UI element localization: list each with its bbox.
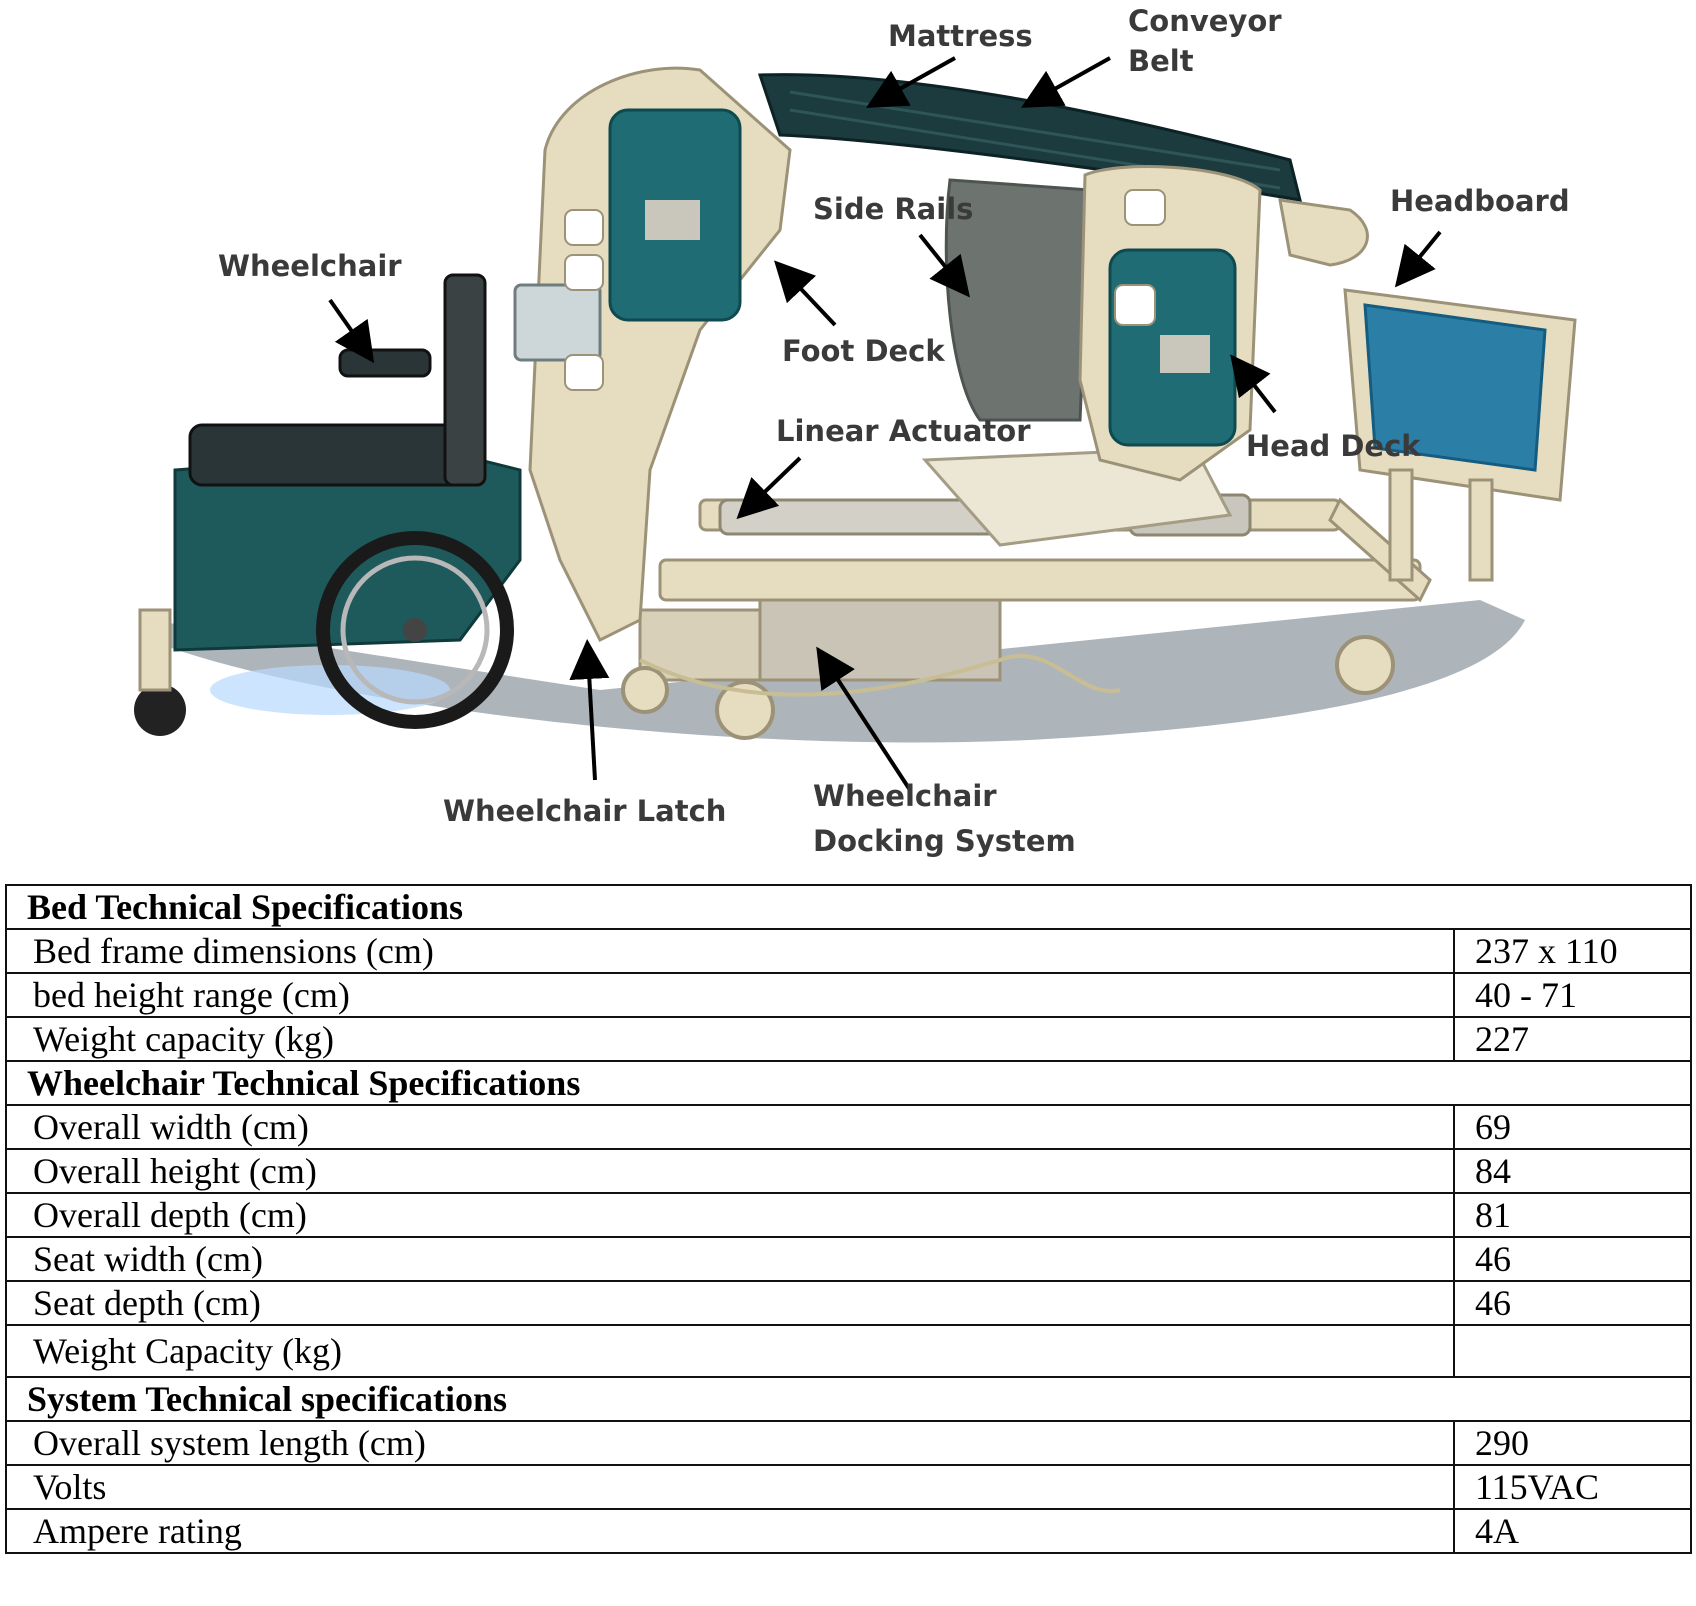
spec-value: 46	[1452, 1236, 1693, 1282]
spec-label: Seat depth (cm)	[5, 1280, 1455, 1326]
spec-value: 40 - 71	[1452, 972, 1693, 1018]
table-row: Seat depth (cm) 46	[5, 1280, 1693, 1326]
table-row: Overall width (cm) 69	[5, 1104, 1693, 1150]
section-row-system: System Technical specifications	[4, 1376, 1693, 1422]
head-deck-handle	[1160, 335, 1210, 373]
foot-deck-handle	[645, 200, 700, 240]
spec-value: 227	[1452, 1016, 1693, 1062]
spec-value	[1452, 1324, 1693, 1378]
arrow-side-rails	[918, 233, 970, 298]
arrow-docking-system	[816, 646, 912, 792]
spec-value: 237 x 110	[1452, 928, 1693, 974]
table-row: Overall height (cm) 84	[5, 1148, 1693, 1194]
callout-headboard: Headboard	[1390, 184, 1570, 218]
callout-head-deck: Head Deck	[1246, 429, 1421, 463]
arrow-wheelchair-latch	[569, 639, 610, 781]
callout-conveyor-belt-line2: Belt	[1128, 44, 1194, 78]
arrow-linear-actuator	[736, 456, 802, 520]
section-title: Bed Technical Specifications	[4, 884, 1693, 930]
spec-value: 46	[1452, 1280, 1693, 1326]
callout-mattress: Mattress	[888, 19, 1033, 53]
spec-label: Bed frame dimensions (cm)	[5, 928, 1455, 974]
table-row: Weight Capacity (kg)	[5, 1324, 1693, 1378]
section-row-wheelchair: Wheelchair Technical Specifications	[4, 1060, 1693, 1106]
arrow-foot-deck	[774, 260, 837, 327]
callout-docking-line1: Wheelchair	[813, 779, 997, 813]
callout-arrows	[328, 56, 1442, 792]
section-title: Wheelchair Technical Specifications	[4, 1060, 1693, 1106]
callout-foot-deck: Foot Deck	[782, 334, 945, 368]
spec-label: Weight capacity (kg)	[5, 1016, 1455, 1062]
callout-side-rails: Side Rails	[813, 192, 974, 226]
bed-wheelchair-illustration	[134, 56, 1577, 792]
spec-label: Ampere rating	[5, 1508, 1455, 1554]
arrow-mattress	[866, 56, 956, 108]
floor-glow	[210, 665, 450, 715]
spec-label: Overall system length (cm)	[5, 1420, 1455, 1466]
arrow-headboard	[1394, 230, 1442, 288]
table-row: Volts 115VAC	[5, 1464, 1693, 1510]
wheelchair	[134, 273, 522, 736]
table-row: Overall depth (cm) 81	[5, 1192, 1693, 1238]
table-row: bed height range (cm) 40 - 71	[5, 972, 1693, 1018]
technical-specifications-table: Bed Technical Specifications Bed frame d…	[4, 884, 1693, 1554]
callout-docking-line2: Docking System	[813, 824, 1076, 858]
spec-label: Weight Capacity (kg)	[5, 1324, 1455, 1378]
arrow-wheelchair	[328, 298, 375, 364]
table-row: Seat width (cm) 46	[5, 1236, 1693, 1282]
spec-value: 4A	[1452, 1508, 1693, 1554]
spec-label: bed height range (cm)	[5, 972, 1455, 1018]
spec-label: Overall depth (cm)	[5, 1192, 1455, 1238]
control-cord	[639, 653, 1121, 697]
callout-wheelchair-latch: Wheelchair Latch	[443, 794, 727, 828]
bed-wheelchair-figure: Mattress Conveyor Belt Headboard Side Ra…	[134, 4, 1577, 858]
spec-label: Volts	[5, 1464, 1455, 1510]
arrow-head-deck	[1230, 354, 1277, 414]
spec-value: 69	[1452, 1104, 1693, 1150]
side-rail	[944, 178, 1092, 422]
callout-linear-actuator: Linear Actuator	[776, 414, 1031, 448]
headboard	[1343, 288, 1577, 582]
callout-wheelchair: Wheelchair	[218, 249, 402, 283]
bed-base-frame	[638, 497, 1432, 682]
table-row: Overall system length (cm) 290	[5, 1420, 1693, 1466]
spec-label: Overall height (cm)	[5, 1148, 1455, 1194]
spec-value: 290	[1452, 1420, 1693, 1466]
table-row: Ampere rating 4A	[5, 1508, 1693, 1554]
arrow-conveyor-belt	[1021, 56, 1111, 108]
head-end-connector	[1278, 198, 1369, 267]
spec-label: Overall width (cm)	[5, 1104, 1455, 1150]
table-row: Bed frame dimensions (cm) 237 x 110	[5, 928, 1693, 974]
section-row-bed: Bed Technical Specifications	[4, 884, 1693, 930]
table-row: Weight capacity (kg) 227	[5, 1016, 1693, 1062]
spec-value: 115VAC	[1452, 1464, 1693, 1510]
bed-casters	[621, 635, 1395, 740]
control-display	[513, 283, 602, 362]
callout-conveyor-belt-line1: Conveyor	[1128, 4, 1282, 38]
spec-value: 81	[1452, 1192, 1693, 1238]
spec-value: 84	[1452, 1148, 1693, 1194]
section-title: System Technical specifications	[4, 1376, 1693, 1422]
spec-label: Seat width (cm)	[5, 1236, 1455, 1282]
foot-deck-slots	[564, 209, 604, 391]
head-deck-slots	[1114, 189, 1166, 326]
